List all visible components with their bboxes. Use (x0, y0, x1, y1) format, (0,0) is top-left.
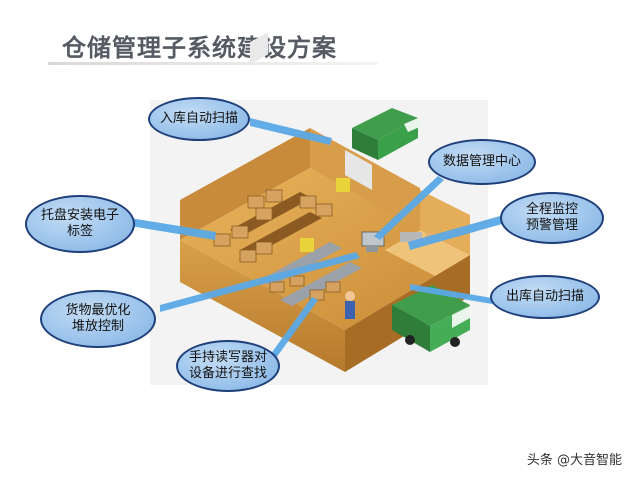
arrow-pallet (130, 218, 216, 240)
bubble-handheld: 手持读写器对 设备进行查找 (176, 340, 280, 392)
title-underline (48, 62, 378, 65)
bubble-data-center-text: 数据管理中心 (442, 154, 521, 169)
back-wall-left (180, 128, 310, 240)
dock-door (345, 150, 372, 190)
bubble-monitoring-line1: 全程监控 (525, 202, 578, 217)
cargo-boxes (213, 189, 341, 301)
bubble-stacking-line1: 货物最优化 (65, 303, 131, 318)
bubble-outbound-scan: 出库自动扫描 (490, 275, 600, 319)
callout-arrows (130, 118, 502, 358)
page-title: 仓储管理子系统建设方案 (62, 34, 337, 62)
worker-with-reader (345, 291, 355, 319)
bubble-inbound-scan-text: 入库自动扫描 (159, 111, 238, 126)
bubble-inbound-scan: 入库自动扫描 (148, 97, 250, 141)
bubble-pallet-tag: 托盘安装电子 标签 (25, 195, 135, 253)
door (250, 32, 268, 65)
bubble-stacking: 货物最优化 堆放控制 (40, 290, 156, 348)
bubble-handheld-line1: 手持读写器对 (188, 350, 267, 365)
arrow-monitoring (408, 216, 502, 250)
bubble-stacking-line2: 堆放控制 (71, 319, 124, 334)
arrow-outbound (410, 284, 492, 304)
left-wall (180, 240, 345, 372)
forklifts (300, 178, 350, 252)
bubble-pallet-tag-line2: 标签 (66, 224, 93, 239)
bubble-monitoring-line2: 预警管理 (525, 218, 578, 233)
bubble-handheld-line2: 设备进行查找 (188, 366, 267, 381)
arrow-inbound (250, 118, 332, 145)
arrow-data-center (374, 176, 444, 240)
bubble-pallet-tag-line1: 托盘安装电子 (40, 208, 119, 223)
bubble-data-center: 数据管理中心 (428, 139, 536, 185)
watermark: 头条 @大音智能 (526, 453, 622, 468)
arrow-handheld (270, 297, 318, 358)
office-partition (420, 190, 470, 255)
bubble-outbound-scan-text: 出库自动扫描 (505, 289, 584, 304)
bubble-monitoring: 全程监控 预警管理 (500, 192, 604, 244)
inbound-truck (352, 108, 422, 160)
arrow-stacking (160, 252, 360, 312)
